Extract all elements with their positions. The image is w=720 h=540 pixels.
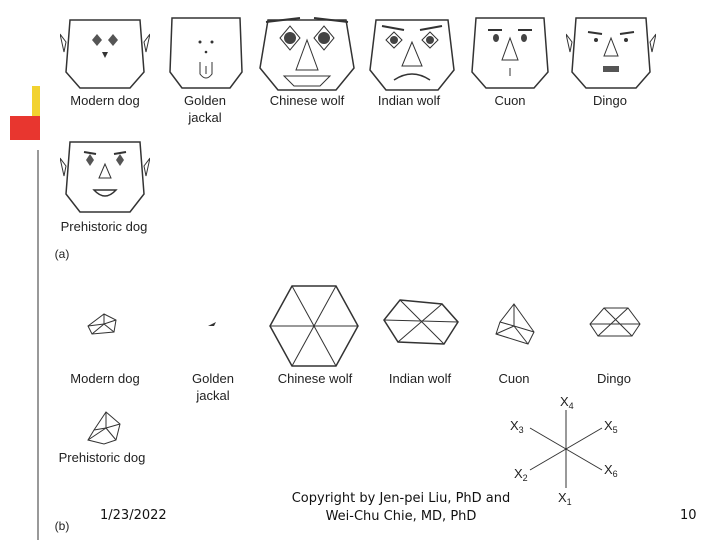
face-dingo xyxy=(566,17,656,89)
star-label-cuon: Cuon xyxy=(498,371,530,386)
face-label-modern-dog: Modern dog xyxy=(70,93,140,108)
face-label-golden-jackal: Golden jackal xyxy=(184,93,226,125)
face-chinese-wolf xyxy=(259,17,355,91)
star-modern-dog xyxy=(87,313,117,335)
axis-key-x2-sub: 2 xyxy=(523,473,528,483)
axis-key-x6: X6 xyxy=(604,462,618,479)
star-indian-wolf xyxy=(383,299,459,345)
star-label-prehistoric-dog: Prehistoric dog xyxy=(58,450,146,465)
face-cuon xyxy=(471,17,549,89)
footer-page-number: 10 xyxy=(680,508,697,523)
footer-date: 1/23/2022 xyxy=(100,508,167,523)
star-cuon xyxy=(495,303,535,345)
face-label-indian-wolf: Indian wolf xyxy=(377,93,441,108)
accent-bar-red xyxy=(10,116,40,140)
face-indian-wolf xyxy=(369,19,455,91)
panel-b-marker: (b) xyxy=(54,519,70,533)
axis-key-x1-sub: 1 xyxy=(567,497,572,506)
face-label-chinese-wolf: Chinese wolf xyxy=(269,93,345,108)
axis-key-x1: X1 xyxy=(558,490,572,506)
axis-key-x4: X4 xyxy=(560,394,574,411)
axis-key: X4 X5 X3 X6 X2 X1 xyxy=(510,394,618,506)
star-label-modern-dog: Modern dog xyxy=(70,371,140,386)
axis-key-x5-sub: 5 xyxy=(613,425,618,435)
star-label-indian-wolf: Indian wolf xyxy=(388,371,452,386)
face-modern-dog xyxy=(60,19,150,89)
page-edge-line xyxy=(37,150,39,540)
star-label-golden-jackal: Golden jackal xyxy=(192,371,234,403)
footer-copyright: Copyright by Jen-pei Liu, PhD and Wei-Ch… xyxy=(291,491,511,524)
face-prehistoric-dog xyxy=(60,141,150,213)
face-label-dingo: Dingo xyxy=(593,93,627,108)
face-golden-jackal xyxy=(169,17,243,89)
star-label-dingo: Dingo xyxy=(597,371,631,386)
axis-key-x2: X2 xyxy=(514,466,528,483)
star-label-chinese-wolf: Chinese wolf xyxy=(277,371,353,386)
panel-a-marker: (a) xyxy=(54,247,70,261)
axis-key-x5: X5 xyxy=(604,418,618,435)
star-dingo xyxy=(589,307,641,337)
axis-key-x6-sub: 6 xyxy=(613,469,618,479)
star-chinese-wolf xyxy=(269,285,359,367)
star-golden-jackal xyxy=(208,322,216,326)
face-label-prehistoric-dog: Prehistoric dog xyxy=(60,219,148,234)
face-label-cuon: Cuon xyxy=(494,93,526,108)
star-prehistoric-dog xyxy=(87,411,121,445)
axis-key-x4-sub: 4 xyxy=(569,401,574,411)
axis-key-x3: X3 xyxy=(510,418,524,435)
axis-key-x3-sub: 3 xyxy=(519,425,524,435)
accent-bar-yellow xyxy=(32,86,40,120)
